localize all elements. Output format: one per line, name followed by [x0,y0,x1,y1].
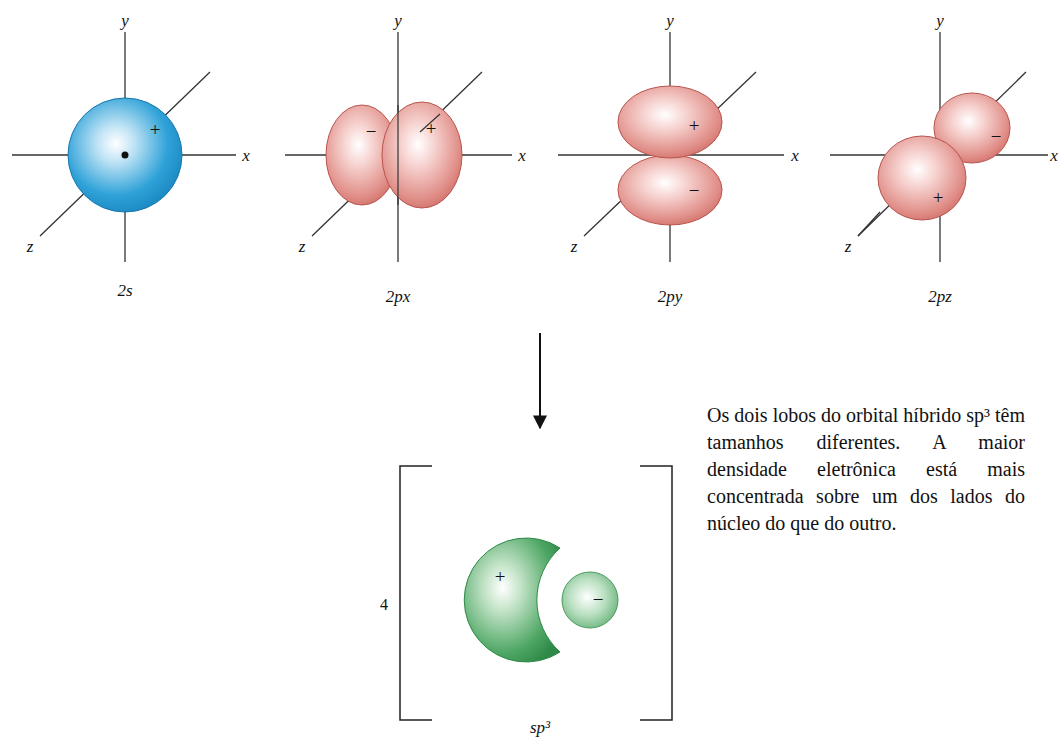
bracket [400,466,432,720]
sign-label: + [150,120,161,139]
axis-label: x [1050,147,1058,164]
axis-label: z [27,238,34,255]
orbital-label: 2px [386,288,411,305]
axis-label: x [518,147,526,164]
axes [12,32,1048,262]
sign-label: − [991,127,1002,146]
px-orbital [326,102,462,208]
py-orbital [618,86,722,225]
sign-label: − [593,590,604,609]
s-orbital [68,98,182,212]
axis-label: x [242,147,250,164]
pz-orbital [878,93,1010,220]
nucleus-dot [122,152,129,159]
sign-label: − [366,122,377,141]
orbital-label: 2pz [928,288,952,305]
axis-label: z [571,238,578,255]
sign-label: − [689,181,700,200]
axis-label: y [121,12,129,29]
sp3-orbital [464,538,618,662]
axis-label: y [666,12,674,29]
orbital-label: 2py [658,288,683,305]
count-label: 4 [380,597,388,613]
down-arrow [539,333,541,428]
axis-label: y [936,12,944,29]
sign-label: + [689,116,700,135]
bracket [640,466,672,720]
axis-label: z [845,238,852,255]
axis-label: x [791,147,799,164]
orbital-label: sp³ [530,719,550,736]
axis-label: y [394,12,402,29]
axis-label: z [299,238,306,255]
sign-label: + [495,567,506,586]
sign-label: + [933,188,944,207]
orbital-label: 2s [117,282,132,299]
note-text: Os dois lobos do orbital híbrido sp³ têm… [707,402,1025,537]
sign-label: + [426,119,437,138]
